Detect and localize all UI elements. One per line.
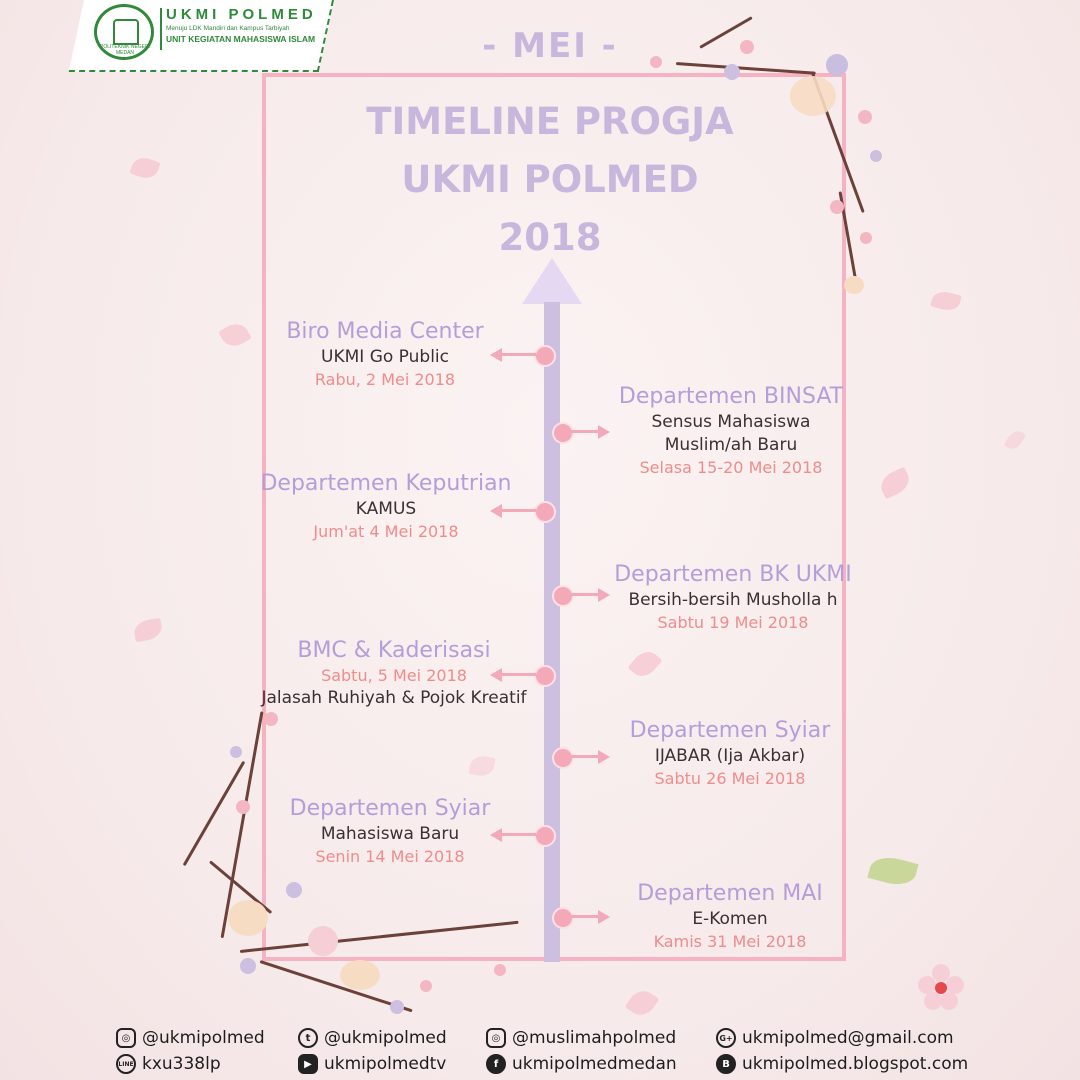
social-facebook[interactable]: f ukmipolmedmedan <box>486 1054 677 1074</box>
social-handle: @muslimahpolmed <box>512 1028 677 1048</box>
poster-year: 2018 <box>498 216 602 259</box>
event-activity: KAMUS <box>355 499 417 519</box>
event-activity: E-Komen <box>692 909 768 929</box>
petal-decoration <box>1003 427 1027 453</box>
timeline-event: Departemen Syiar Mahasiswa Baru Senin 14… <box>230 795 550 868</box>
twitter-icon: t <box>298 1028 318 1048</box>
instagram-icon: ◎ <box>486 1028 506 1048</box>
event-date: Sabtu 19 Mei 2018 <box>657 613 809 632</box>
social-gplus[interactable]: G+ ukmipolmed@gmail.com <box>716 1028 954 1048</box>
social-handle: kxu338lp <box>142 1054 221 1074</box>
timeline-arrow-icon <box>522 258 582 304</box>
badge-divider <box>160 8 162 50</box>
timeline-event: Departemen MAI E-Komen Kamis 31 Mei 2018 <box>570 880 890 953</box>
event-date: Sabtu, 5 Mei 2018 <box>321 666 467 685</box>
org-name: UKMI POLMED <box>166 6 317 23</box>
instagram-icon: ◎ <box>116 1028 136 1048</box>
event-department: BMC & Kaderisasi <box>297 638 491 663</box>
social-handle: ukmipolmedtv <box>324 1054 447 1074</box>
event-activity: Jalasah Ruhiyah & Pojok Kreatif <box>261 688 527 708</box>
event-date: Kamis 31 Mei 2018 <box>653 932 807 951</box>
event-department: Departemen BK UKMI <box>614 562 852 587</box>
event-date: Jum'at 4 Mei 2018 <box>313 522 459 541</box>
event-activity: Sensus Mahasiswa <box>651 412 811 432</box>
youtube-icon: ▶ <box>298 1054 318 1074</box>
event-date: Selasa 15-20 Mei 2018 <box>639 458 823 477</box>
event-activity: Bersih-bersih Musholla h <box>628 590 838 610</box>
event-department: Departemen MAI <box>637 881 823 906</box>
org-full-name: UNIT KEGIATAN MAHASISWA ISLAM <box>166 34 316 44</box>
social-handle: ukmipolmed@gmail.com <box>742 1028 954 1048</box>
line-icon: LINE <box>116 1054 136 1074</box>
social-line[interactable]: LINE kxu338lp <box>116 1054 221 1074</box>
social-twitter[interactable]: t @ukmipolmed <box>298 1028 447 1048</box>
event-date: Sabtu 26 Mei 2018 <box>654 769 806 788</box>
timeline-event: Departemen BINSAT Sensus Mahasiswa Musli… <box>571 383 891 479</box>
month-label: - MEI - <box>482 26 618 66</box>
flower-decoration <box>918 964 964 1010</box>
petal-decoration <box>930 288 962 314</box>
petal-decoration <box>624 985 660 1021</box>
social-youtube[interactable]: ▶ ukmipolmedtv <box>298 1054 446 1074</box>
ukmi-logo-icon <box>94 4 154 60</box>
timeline-event: Biro Media Center UKMI Go Public Rabu, 2… <box>225 318 545 391</box>
petal-decoration <box>132 617 164 643</box>
social-footer: ◎ @ukmipolmed LINE kxu338lp t @ukmipolme… <box>0 1022 1080 1080</box>
timeline-axis <box>544 302 560 962</box>
blogger-icon: B <box>716 1054 736 1074</box>
timeline-event: BMC & Kaderisasi Sabtu, 5 Mei 2018 Jalas… <box>234 637 554 710</box>
event-date: Rabu, 2 Mei 2018 <box>314 370 456 389</box>
timeline-event: Departemen BK UKMI Bersih-bersih Musholl… <box>573 561 893 634</box>
event-department: Departemen Keputrian <box>260 471 512 496</box>
social-blogger[interactable]: B ukmipolmed.blogspot.com <box>716 1054 968 1074</box>
event-activity: UKMI Go Public <box>321 347 449 367</box>
timeline-event: Departemen Keputrian KAMUS Jum'at 4 Mei … <box>226 470 546 543</box>
poster-title: TIMELINE PROGJA <box>366 100 734 143</box>
social-handle: @ukmipolmed <box>324 1028 447 1048</box>
org-tagline: Menuju LDK Mandiri dan Kampus Tarbiyah <box>166 25 290 32</box>
social-handle: ukmipolmedmedan <box>512 1054 677 1074</box>
logo-caption: POLITEKNIK NEGERI MEDAN <box>99 44 150 56</box>
poster-subtitle: UKMI POLMED <box>401 158 699 201</box>
event-department: Biro Media Center <box>286 319 484 344</box>
social-instagram[interactable]: ◎ @ukmipolmed <box>116 1028 265 1048</box>
event-date: Senin 14 Mei 2018 <box>315 847 465 866</box>
timeline-event: Departemen Syiar IJABAR (Ija Akbar) Sabt… <box>570 717 890 790</box>
google-plus-icon: G+ <box>716 1028 736 1048</box>
social-instagram-2[interactable]: ◎ @muslimahpolmed <box>486 1028 676 1048</box>
event-activity-line2: Muslim/ah Baru <box>664 435 798 455</box>
event-activity: Mahasiswa Baru <box>320 824 460 844</box>
social-handle: @ukmipolmed <box>142 1028 265 1048</box>
event-department: Departemen Syiar <box>289 796 491 821</box>
social-handle: ukmipolmed.blogspot.com <box>742 1054 969 1074</box>
facebook-icon: f <box>486 1054 506 1074</box>
event-activity: IJABAR (Ija Akbar) <box>654 746 806 766</box>
event-department: Departemen BINSAT <box>618 384 844 409</box>
petal-decoration <box>129 154 161 182</box>
event-department: Departemen Syiar <box>629 718 831 743</box>
